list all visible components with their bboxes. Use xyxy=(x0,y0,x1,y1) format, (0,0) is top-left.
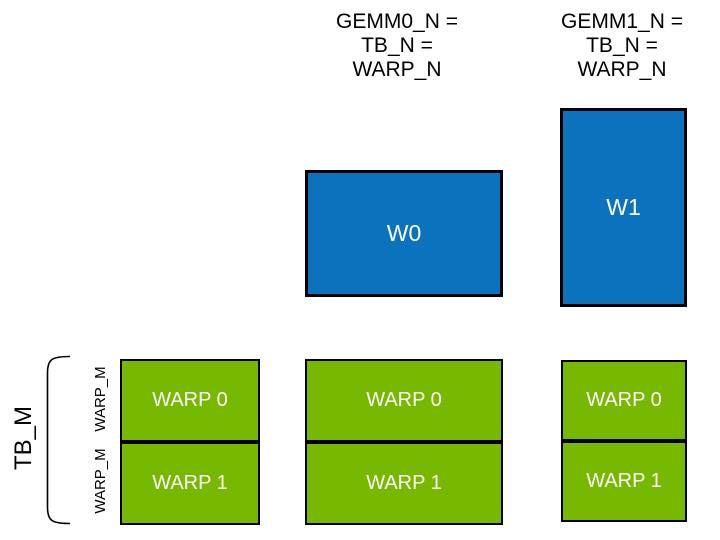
warp1-cell: WARP 1 xyxy=(120,442,260,525)
warp-column-middle: WARP 0 WARP 1 xyxy=(305,359,503,525)
gemm0-n-dimension-label: GEMM0_N = TB_N = WARP_N xyxy=(336,10,458,81)
gemm1-n-dimension-label: GEMM1_N = TB_N = WARP_N xyxy=(561,10,683,81)
warp1-cell: WARP 1 xyxy=(561,441,687,522)
tb-m-bracket-icon xyxy=(46,355,71,525)
warp0-cell: WARP 0 xyxy=(561,360,687,441)
warp-column-left: WARP 0 WARP 1 xyxy=(120,359,260,525)
gemm1-warp-tile-box: W1 xyxy=(560,108,687,307)
warp-tile-w1-label: W1 xyxy=(606,194,641,220)
tb-m-dimension-label: TB_M xyxy=(10,406,37,471)
warp0-cell: WARP 0 xyxy=(305,359,503,442)
warp-column-right: WARP 0 WARP 1 xyxy=(561,360,687,522)
warp1-cell-label: WARP 1 xyxy=(152,472,228,494)
warp1-cell-label: WARP 1 xyxy=(366,472,442,494)
warp-m-dimension-label-top: WARP_M xyxy=(92,366,109,432)
warp-tile-w0-label: W0 xyxy=(386,220,422,246)
warp0-cell: WARP 0 xyxy=(120,359,260,442)
warp0-cell-label: WARP 0 xyxy=(152,389,228,411)
warp0-cell-label: WARP 0 xyxy=(586,389,662,411)
gemm0-warp-tile-box: W0 xyxy=(305,170,503,297)
warp1-cell: WARP 1 xyxy=(305,442,503,525)
warp-m-dimension-label-bottom: WARP_M xyxy=(92,448,109,514)
warp0-cell-label: WARP 0 xyxy=(366,389,442,411)
warp1-cell-label: WARP 1 xyxy=(586,470,662,492)
